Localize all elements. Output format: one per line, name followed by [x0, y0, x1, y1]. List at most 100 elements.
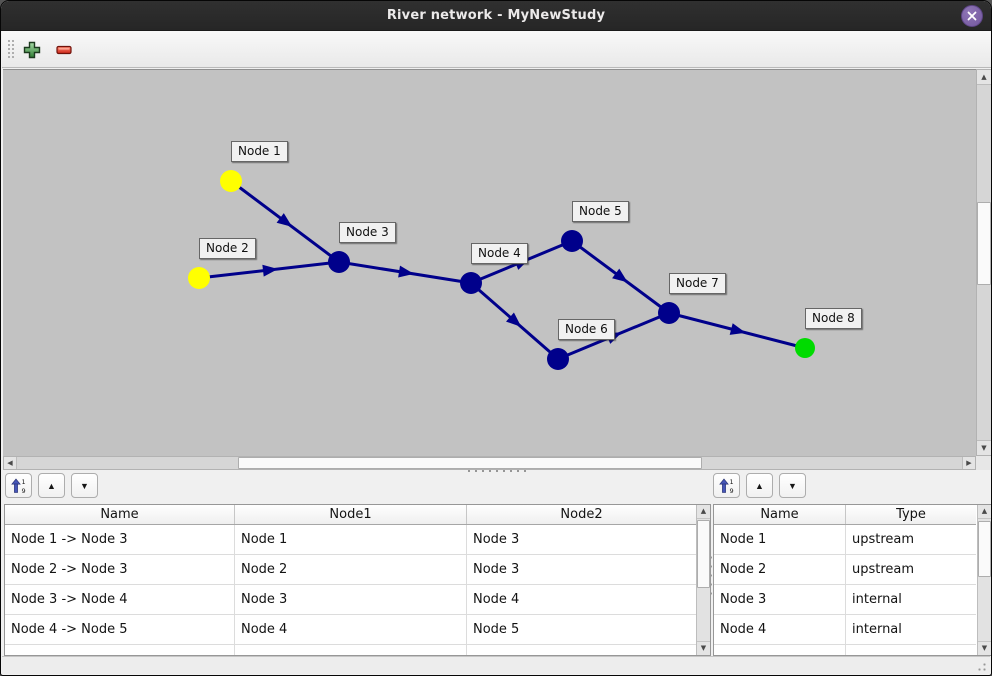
scroll-up-icon[interactable]: ▲	[977, 70, 991, 85]
edge-arrow-icon	[262, 264, 278, 277]
node-label[interactable]: Node 7	[669, 273, 726, 294]
table-cell[interactable]: Node 4 -> Node 5	[5, 615, 235, 644]
column-header[interactable]: Type	[896, 507, 926, 522]
table-cell[interactable]: Node 4	[473, 592, 520, 607]
table-cell[interactable]: Node 4	[714, 615, 846, 644]
plus-icon	[23, 41, 41, 58]
triangle-up-icon: ▲	[755, 480, 764, 491]
table-cell[interactable]: upstream	[852, 562, 915, 577]
table-cell[interactable]: Node 2	[235, 555, 467, 584]
window-title: River network - MyNewStudy	[386, 8, 606, 23]
scrollbar-corner	[976, 456, 991, 470]
sort-ascending-icon: 19	[718, 478, 733, 494]
node-label[interactable]: Node 8	[805, 308, 862, 329]
scroll-right-icon[interactable]: ▶	[962, 457, 975, 469]
scroll-down-icon[interactable]: ▼	[978, 641, 991, 655]
node-label[interactable]: Node 4	[471, 243, 528, 264]
column-header[interactable]: Name	[5, 505, 235, 524]
table-row[interactable]: Node 3 internal	[714, 585, 976, 615]
titlebar: River network - MyNewStudy	[1, 1, 991, 31]
edges-table-scrollbar[interactable]: ▲ ▼	[696, 505, 710, 655]
graph-node[interactable]	[658, 302, 680, 324]
graph-node[interactable]	[460, 272, 482, 294]
table-row[interactable]: Node 2 upstream	[714, 555, 976, 585]
node-label[interactable]: Node 3	[339, 222, 396, 243]
column-header[interactable]: Name	[714, 505, 846, 524]
canvas-vertical-scrollbar[interactable]: ▲ ▼	[976, 69, 991, 456]
table-cell[interactable]: Node 3	[235, 585, 467, 614]
table-cell[interactable]: internal	[852, 592, 902, 607]
graph-node[interactable]	[220, 170, 242, 192]
table-cell[interactable]: Node 2	[714, 555, 846, 584]
resize-grip[interactable]	[974, 659, 987, 672]
nodes-table-header: Name Type	[714, 505, 976, 525]
canvas-vscroll-thumb[interactable]	[977, 202, 991, 285]
table-cell	[235, 645, 467, 655]
river-network-canvas[interactable]: Node 1 Node 2 Node 3 Node 4 Node 5 Node 6 Node…	[3, 69, 976, 456]
column-header[interactable]: Node1	[235, 505, 467, 524]
table-cell[interactable]: Node 3	[714, 585, 846, 614]
horizontal-splitter-handle[interactable]	[467, 469, 527, 473]
toolbar-drag-handle[interactable]	[7, 39, 14, 60]
scroll-down-icon[interactable]: ▼	[977, 440, 991, 455]
table-cell[interactable]: Node 3 -> Node 4	[5, 585, 235, 614]
table-cell[interactable]: internal	[852, 622, 902, 637]
table-cell	[467, 645, 696, 655]
triangle-down-icon: ▼	[80, 480, 89, 491]
add-button[interactable]	[21, 39, 43, 60]
scroll-up-icon[interactable]: ▲	[697, 505, 710, 519]
edge-arrow-icon	[276, 213, 293, 227]
canvas-horizontal-scrollbar[interactable]: ◀ ▶	[3, 456, 976, 470]
remove-button[interactable]	[53, 39, 75, 60]
canvas-hscroll-thumb[interactable]	[238, 457, 702, 469]
edge-arrow-icon	[612, 268, 628, 283]
scroll-down-icon[interactable]: ▼	[697, 641, 710, 655]
minus-icon	[56, 45, 72, 54]
table-cell[interactable]: Node 3	[473, 562, 520, 577]
table-cell[interactable]: Node 1 -> Node 3	[5, 525, 235, 554]
node-label[interactable]: Node 1	[231, 141, 288, 162]
nodes-table-scrollbar[interactable]: ▲ ▼	[977, 505, 991, 655]
move-down-button[interactable]: ▼	[71, 473, 98, 498]
move-up-button[interactable]: ▲	[746, 473, 773, 498]
vertical-splitter-handle[interactable]	[709, 553, 713, 601]
move-down-button[interactable]: ▼	[779, 473, 806, 498]
table-cell[interactable]: Node 4	[235, 615, 467, 644]
close-icon	[967, 11, 977, 21]
node-label[interactable]: Node 2	[199, 238, 256, 259]
node-label[interactable]: Node 5	[572, 201, 629, 222]
table-cell[interactable]: Node 2 -> Node 3	[5, 555, 235, 584]
table-cell[interactable]: Node 3	[473, 532, 520, 547]
close-button[interactable]	[961, 5, 983, 27]
move-up-button[interactable]: ▲	[38, 473, 65, 498]
table-cell[interactable]: upstream	[852, 532, 915, 547]
table-row[interactable]: Node 1 upstream	[714, 525, 976, 555]
nodes-table-scroll-thumb[interactable]	[978, 521, 991, 577]
graph-node[interactable]	[547, 348, 569, 370]
graph-node[interactable]	[328, 251, 350, 273]
graph-node[interactable]	[188, 267, 210, 289]
table-row[interactable]: Node 4 internal	[714, 615, 976, 645]
table-cell[interactable]: Node 1	[235, 525, 467, 554]
svg-text:9: 9	[21, 487, 25, 494]
table-cell[interactable]: Node 1	[714, 525, 846, 554]
graph-node[interactable]	[561, 230, 583, 252]
scroll-left-icon[interactable]: ◀	[4, 457, 17, 469]
toolbar	[2, 31, 991, 68]
edge-arrow-icon	[398, 265, 414, 278]
scroll-up-icon[interactable]: ▲	[978, 505, 991, 519]
node-label[interactable]: Node 6	[558, 319, 615, 340]
graph-node[interactable]	[795, 338, 815, 358]
table-cell	[846, 645, 976, 655]
column-header[interactable]: Node2	[560, 507, 603, 522]
table-cell[interactable]: Node 5	[473, 622, 520, 637]
